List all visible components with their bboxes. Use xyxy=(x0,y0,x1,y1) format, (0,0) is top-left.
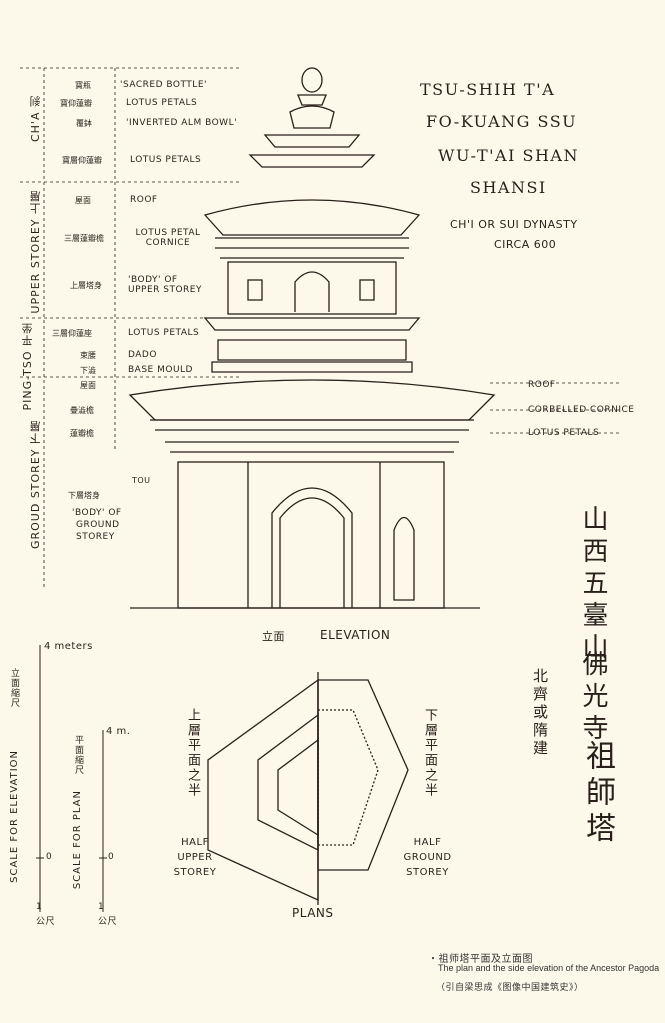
part-cn: 覆鉢 xyxy=(76,119,92,128)
human-figure xyxy=(393,516,415,601)
section-ground-cn: 下層 xyxy=(29,420,42,444)
part-cn: 寶瓶 xyxy=(75,81,91,90)
title-line-4: SHANSI xyxy=(470,178,547,197)
scale-plan-zero: 0 xyxy=(108,852,115,862)
ground-body-en: 'BODY' OF xyxy=(72,508,122,518)
part-en: LOTUS PETALS xyxy=(128,328,200,338)
section-pingtso-en: PING-TSO xyxy=(21,350,34,411)
scale-plan-label: SCALE FOR PLAN xyxy=(72,790,83,890)
ground-part-cn: 疊澁檐 xyxy=(70,406,94,415)
title-line-3: WU-T'AI SHAN xyxy=(438,146,579,165)
part-cn: 下澁 xyxy=(80,366,96,375)
section-ground: GROUD STOREY 下層 xyxy=(28,420,44,549)
part-en: BASE MOULD xyxy=(128,365,193,375)
scale-plan-one: 1 xyxy=(98,902,105,912)
plan-upper-label: HALF UPPER STOREY xyxy=(173,837,217,878)
caption-source: （引自梁思成《图像中国建筑史》） xyxy=(436,983,584,993)
finial xyxy=(248,67,376,168)
part-en: 'SACRED BOTTLE' xyxy=(120,80,207,90)
scales xyxy=(36,645,107,912)
part-cn: 寶層仰蓮瓣 xyxy=(62,156,102,165)
part-en: DADO xyxy=(128,350,157,360)
ground-part-cn: 屋面 xyxy=(80,381,96,390)
part-en: 'INVERTED ALM BOWL' xyxy=(126,118,238,128)
part-cn: 屋面 xyxy=(75,196,91,205)
label-grid xyxy=(20,67,620,590)
half-upper-plan xyxy=(207,678,319,902)
scale-plan-top: 4 m. xyxy=(106,726,131,737)
ground-part-en: CORBELLED CORNICE xyxy=(528,405,635,415)
chinese-title-col2: 佛光寺 xyxy=(578,650,608,746)
upper-storey xyxy=(203,199,421,373)
chinese-title-col3: 祖師塔 xyxy=(580,740,615,848)
part-en: ROOF xyxy=(130,195,158,205)
part-cn: 三層蓮瓣檐 xyxy=(64,234,104,243)
title-line-1: TSU-SHIH T'A xyxy=(420,80,556,99)
part-cn: 束腰 xyxy=(80,351,96,360)
part-cn: 寶仰蓮瓣 xyxy=(60,99,92,108)
section-cha-en: CH'A xyxy=(29,111,42,143)
scale-elev-cn: 立面縮尺 xyxy=(9,668,19,708)
scale-elev-zero: 0 xyxy=(46,852,53,862)
section-cha: CH'A 刹 xyxy=(28,95,44,142)
elevation-cn: 立面 xyxy=(262,630,285,643)
section-cha-cn: 刹 xyxy=(29,95,42,107)
plan-ground-cn: 下層平面之半 xyxy=(422,708,437,798)
section-ground-en: GROUD STOREY xyxy=(29,448,42,550)
part-en: 'BODY' OF UPPER STOREY xyxy=(128,275,202,295)
ground-body-en: STOREY xyxy=(76,532,115,542)
elevation-label: ELEVATION xyxy=(320,628,391,642)
title-date: CIRCA 600 xyxy=(494,238,557,251)
section-upper: UPPER STOREY 上層 xyxy=(28,190,44,314)
part-en: LOTUS PETALS xyxy=(130,155,202,165)
ground-body-cn: 下層塔身 xyxy=(68,491,100,500)
plan-ground-label: HALF GROUND STOREY xyxy=(403,837,452,878)
caption-en: The plan and the side elevation of the A… xyxy=(438,963,660,973)
half-ground-plan xyxy=(317,679,409,871)
ground-part-en: ROOF xyxy=(528,380,556,390)
ground-part-en: LOTUS PETALS xyxy=(528,428,600,438)
scale-elev-top: 4 meters xyxy=(44,641,93,652)
scale-elev-unit: 公尺 xyxy=(36,917,56,927)
section-pingtso: PING-TSO 平坐 xyxy=(20,322,36,410)
ground-part-cn: 蓮瓣檐 xyxy=(70,429,94,438)
caption-cn: ・祖师塔平面及立面图 xyxy=(428,954,533,965)
ground-storey xyxy=(128,379,496,609)
part-cn: 三層仰蓮座 xyxy=(52,329,92,338)
section-pingtso-cn: 平坐 xyxy=(21,322,34,346)
title-dynasty: CH'I OR SUI DYNASTY xyxy=(450,218,578,231)
chinese-title-col1: 山西五臺山 xyxy=(578,505,608,665)
section-upper-cn: 上層 xyxy=(29,190,42,214)
tou-label: TOU xyxy=(132,476,151,485)
title-line-2: FO-KUANG SSU xyxy=(426,112,578,131)
plans-title: PLANS xyxy=(292,906,334,920)
part-en: LOTUS PETALS xyxy=(126,98,198,108)
section-upper-en: UPPER STOREY xyxy=(29,218,42,314)
scale-plan-cn: 平面縮尺 xyxy=(73,735,83,775)
part-cn: 上層塔身 xyxy=(70,281,102,290)
part-en: LOTUS PETAL CORNICE xyxy=(135,228,201,248)
plan-upper-cn: 上層平面之半 xyxy=(185,708,200,798)
scale-elev-one: 1 xyxy=(36,902,43,912)
chinese-title-sub: 北齊或隋建 xyxy=(531,668,549,758)
ground-body-en: GROUND xyxy=(76,520,120,530)
plans-drawing xyxy=(207,672,409,905)
scale-elev-label: SCALE FOR ELEVATION xyxy=(9,750,20,883)
scale-plan-unit: 公尺 xyxy=(98,917,118,927)
